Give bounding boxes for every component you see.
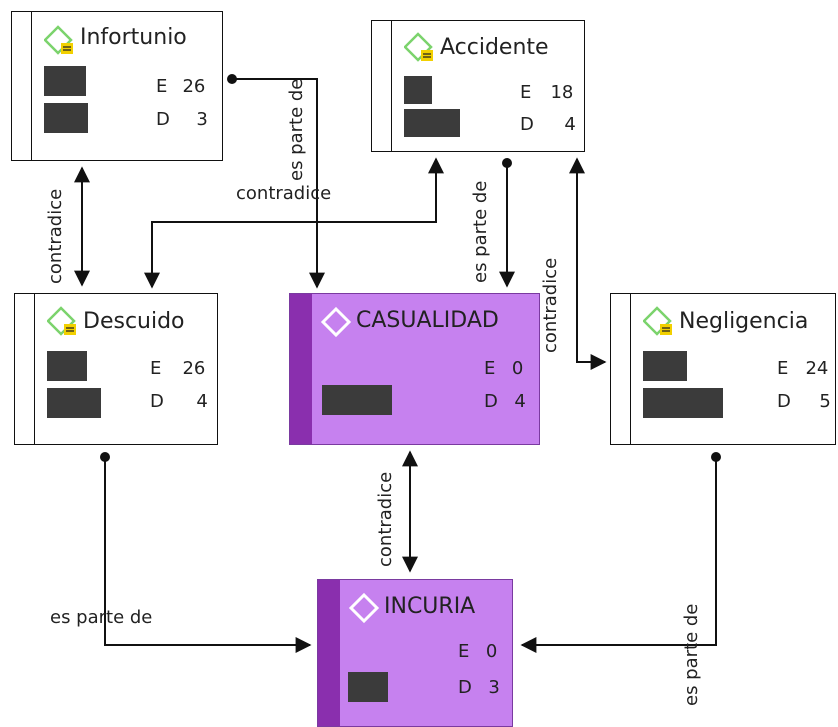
node-title: CASUALIDAD bbox=[356, 308, 499, 333]
node-stripe bbox=[15, 294, 35, 444]
d-label: D bbox=[156, 109, 170, 130]
diamond-note-icon bbox=[643, 306, 672, 336]
edge-label-descuido-incuria: es parte de bbox=[50, 607, 153, 628]
node-title: Negligencia bbox=[679, 309, 809, 334]
node-title: Infortunio bbox=[80, 25, 187, 50]
edge-label-infortunio-casualidad: es parte de bbox=[286, 78, 307, 181]
d-label: D bbox=[150, 391, 164, 412]
d-bar bbox=[643, 388, 723, 418]
d-label: D bbox=[777, 391, 791, 412]
d-bar bbox=[404, 109, 460, 137]
d-value: 3 bbox=[488, 677, 500, 698]
d-label: D bbox=[520, 114, 534, 135]
e-value: 18 bbox=[550, 82, 574, 103]
e-value: 0 bbox=[511, 358, 524, 379]
diamond-note-icon bbox=[47, 306, 76, 336]
e-bar bbox=[44, 66, 86, 96]
diamond-note-icon bbox=[44, 25, 73, 55]
e-label: E bbox=[484, 358, 496, 379]
e-value: 26 bbox=[182, 358, 206, 379]
d-value: 4 bbox=[196, 391, 208, 412]
edge-accidente-descuido bbox=[144, 157, 444, 289]
d-value: 5 bbox=[819, 391, 831, 412]
e-label: E bbox=[458, 641, 470, 662]
d-value: 4 bbox=[514, 391, 526, 412]
diamond-icon bbox=[320, 306, 352, 338]
node-title: Accidente bbox=[440, 35, 549, 60]
node-title: Descuido bbox=[83, 309, 185, 334]
e-label: E bbox=[520, 82, 532, 103]
edge-label-accidente-descuido: contradice bbox=[236, 183, 332, 204]
edge-label-negligencia-incuria: es parte de bbox=[681, 603, 702, 706]
e-value: 24 bbox=[805, 358, 829, 379]
d-bar bbox=[322, 385, 392, 415]
diamond-icon bbox=[348, 592, 380, 624]
e-bar bbox=[404, 76, 432, 104]
d-bar bbox=[47, 388, 101, 418]
d-bar bbox=[44, 103, 88, 133]
node-title: INCURIA bbox=[384, 594, 476, 619]
e-label: E bbox=[777, 358, 789, 379]
edge-negligencia-incuria bbox=[520, 457, 717, 653]
node-stripe bbox=[611, 294, 631, 444]
d-value: 4 bbox=[564, 114, 576, 135]
e-value: 0 bbox=[485, 641, 498, 662]
e-label: E bbox=[156, 76, 168, 97]
d-bar bbox=[348, 672, 388, 702]
edge-label-accidente-casualidad: es parte de bbox=[470, 180, 491, 283]
e-stat: E 18 bbox=[520, 82, 573, 104]
e-label: E bbox=[150, 358, 162, 379]
node-stripe bbox=[318, 580, 340, 726]
node-stripe bbox=[12, 12, 32, 160]
node-stripe bbox=[290, 294, 312, 444]
edge-accidente-negligencia bbox=[569, 157, 607, 370]
e-bar bbox=[47, 351, 87, 381]
d-value: 3 bbox=[196, 109, 208, 130]
edge-label-accidente-negligencia: contradice bbox=[540, 257, 561, 353]
d-label: D bbox=[458, 677, 472, 698]
edge-label-infortunio-descuido: contradice bbox=[45, 188, 66, 284]
e-value: 26 bbox=[182, 76, 206, 97]
e-bar bbox=[643, 351, 687, 381]
d-label: D bbox=[484, 391, 498, 412]
node-stripe bbox=[372, 21, 392, 151]
edge-descuido-incuria bbox=[104, 457, 312, 653]
e-stat: E 26 bbox=[156, 76, 205, 98]
diamond-note-icon bbox=[404, 32, 433, 62]
e-stat: E 24 bbox=[777, 358, 828, 380]
edge-label-casualidad-incuria: contradice bbox=[375, 471, 396, 567]
e-stat: E 26 bbox=[150, 358, 205, 380]
